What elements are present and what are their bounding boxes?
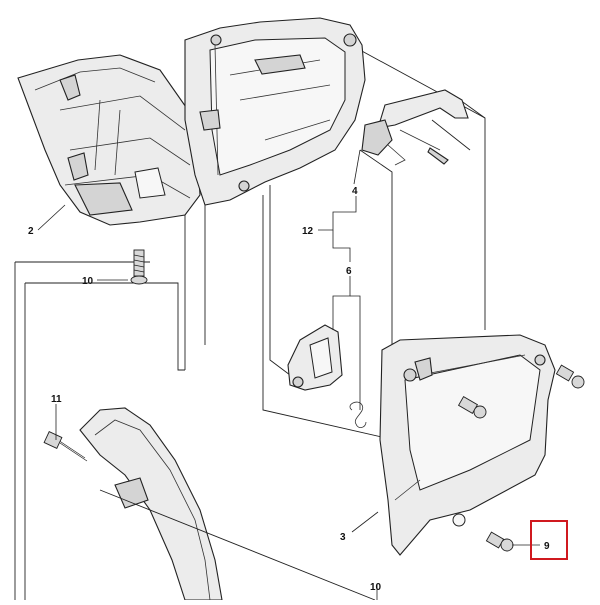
highlight-box-callout-9	[530, 520, 568, 560]
callout-3: 3	[340, 532, 346, 543]
cable-line	[99, 489, 376, 601]
callout-6: 6	[346, 266, 352, 277]
callout-12: 12	[302, 226, 314, 237]
screw-9	[485, 531, 514, 552]
part-6-spring-lever	[287, 324, 343, 391]
callout-10-lower: 10	[370, 582, 382, 593]
callout-4: 4	[352, 186, 358, 197]
front-handle-bar	[79, 407, 223, 601]
assembly-guide-lines	[14, 49, 486, 600]
callout-2: 2	[28, 226, 34, 237]
callout-11: 11	[51, 394, 62, 405]
screw-10-upper	[130, 249, 148, 285]
upper-housing	[184, 17, 366, 206]
part-3-side-cover	[379, 334, 556, 556]
small-spring	[349, 401, 367, 428]
chain-brake-lever	[361, 89, 469, 166]
screw-11	[43, 431, 88, 462]
screw-side-cover-a	[555, 364, 585, 389]
callout-9: 9	[544, 541, 550, 552]
callout-leaders	[37, 149, 540, 600]
part-2-handle-housing	[17, 54, 201, 226]
callout-10-upper: 10	[82, 276, 94, 287]
screw-side-cover-b	[457, 396, 487, 419]
